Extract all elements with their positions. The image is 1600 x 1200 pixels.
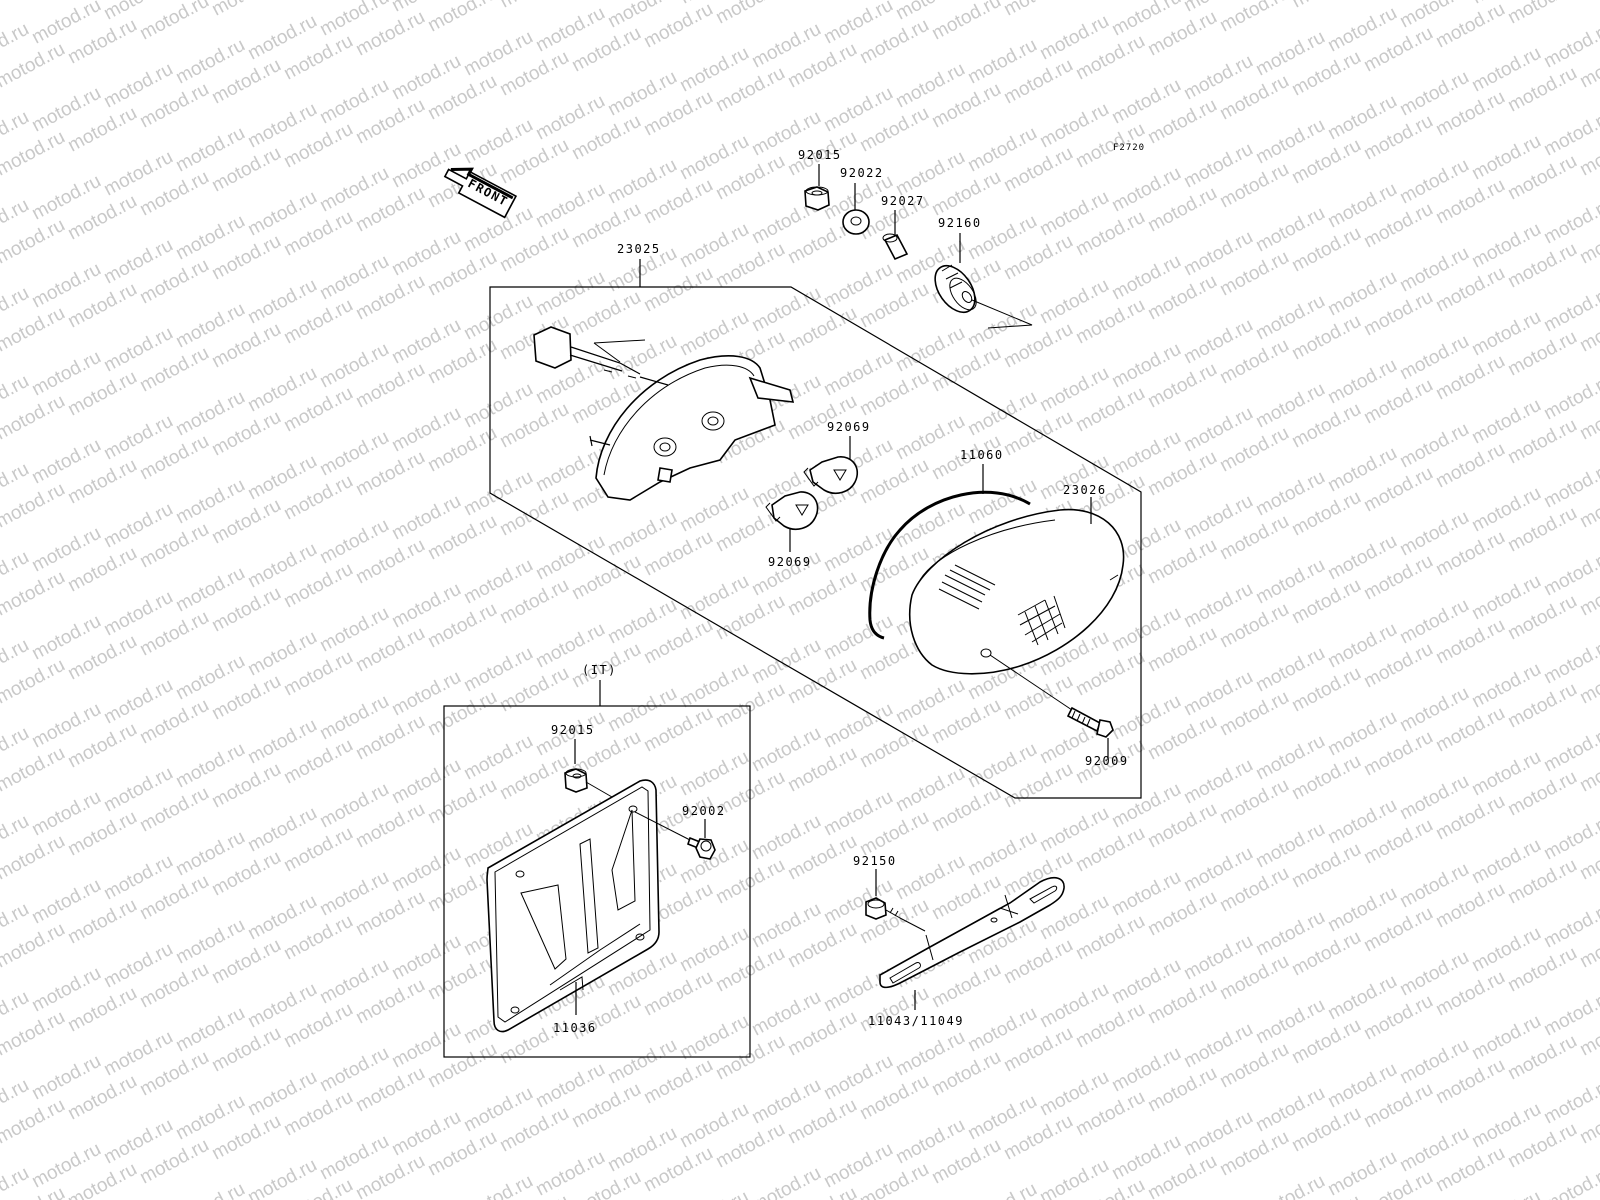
part-label-23026: 23026 bbox=[1063, 483, 1107, 497]
license-bracket-11043 bbox=[879, 876, 1065, 989]
washer-92022 bbox=[842, 209, 870, 235]
bolt-92150 bbox=[865, 897, 926, 932]
leader-92160 bbox=[971, 299, 1033, 329]
watermark-text: motod.ru bbox=[964, 1179, 1040, 1200]
watermark-text: motod.ru bbox=[1216, 0, 1292, 36]
part-label-92150: 92150 bbox=[853, 854, 897, 868]
bulb-92069-bottom bbox=[765, 491, 819, 530]
watermark-text: motod.ru bbox=[208, 0, 284, 20]
watermark-text: motod.ru bbox=[1504, 0, 1580, 28]
region-label-it: (IT) bbox=[582, 663, 617, 677]
part-label-11043-11049: 11043/11049 bbox=[868, 1014, 964, 1028]
watermark-text: motod.ru bbox=[748, 1163, 824, 1200]
it-subassembly-box bbox=[443, 705, 751, 1058]
screw-92009 bbox=[989, 654, 1114, 738]
watermark-text: motod.ru bbox=[424, 0, 500, 36]
part-label-92015-top: 92015 bbox=[798, 148, 842, 162]
grommet-92160 bbox=[934, 264, 977, 313]
watermark-text: motod.ru bbox=[496, 0, 572, 12]
part-label-92027: 92027 bbox=[881, 194, 925, 208]
watermark-text: motod.ru bbox=[1468, 1187, 1544, 1200]
part-label-11060: 11060 bbox=[960, 448, 1004, 462]
license-plate-bracket-11036 bbox=[486, 779, 660, 1033]
bulb-92069-top bbox=[803, 456, 859, 494]
collar-92027 bbox=[882, 233, 909, 261]
part-label-92002: 92002 bbox=[682, 804, 726, 818]
watermark-text: motod.ru bbox=[928, 0, 1004, 44]
watermark-text: motod.ru bbox=[244, 1155, 320, 1200]
nut-92015-bottom bbox=[564, 768, 613, 798]
tail-light-base bbox=[533, 326, 795, 501]
watermark-text: motod.ru bbox=[172, 1179, 248, 1200]
part-label-92160: 92160 bbox=[938, 216, 982, 230]
watermark-text: motod.ru bbox=[0, 0, 69, 4]
part-label-92069-bottom: 92069 bbox=[768, 555, 812, 569]
gasket-11060 bbox=[868, 490, 1031, 640]
part-label-92009: 92009 bbox=[1085, 754, 1129, 768]
part-label-11036: 11036 bbox=[553, 1021, 597, 1035]
watermark-text: motod.ru bbox=[1000, 0, 1076, 20]
watermark-text: motod.ru bbox=[676, 1187, 752, 1200]
part-label-92015-bottom: 92015 bbox=[551, 723, 595, 737]
part-label-92069-top: 92069 bbox=[827, 420, 871, 434]
watermark-text: motod.ru bbox=[1252, 1171, 1328, 1200]
watermark-text: motod.ru bbox=[1288, 0, 1364, 12]
assembly-outline-23025 bbox=[489, 286, 1142, 799]
bolt-92002 bbox=[634, 811, 716, 860]
watermark-text: motod.ru bbox=[136, 0, 212, 44]
watermark-text: motod.ru bbox=[1540, 1163, 1600, 1200]
diagram-code: F2720 bbox=[1113, 143, 1145, 153]
watermark-text: motod.ru bbox=[1576, 0, 1600, 4]
watermark-text: motod.ru bbox=[712, 0, 788, 28]
watermark-text: motod.ru bbox=[0, 1163, 33, 1200]
part-label-23025: 23025 bbox=[617, 242, 661, 256]
watermark-text: motod.ru bbox=[1036, 1155, 1112, 1200]
nut-92015-top bbox=[804, 186, 830, 211]
watermark-text: motod.ru bbox=[784, 0, 860, 4]
lens-23026 bbox=[908, 508, 1125, 675]
watermark-text: motod.ru bbox=[460, 1171, 536, 1200]
part-label-92022: 92022 bbox=[840, 166, 884, 180]
